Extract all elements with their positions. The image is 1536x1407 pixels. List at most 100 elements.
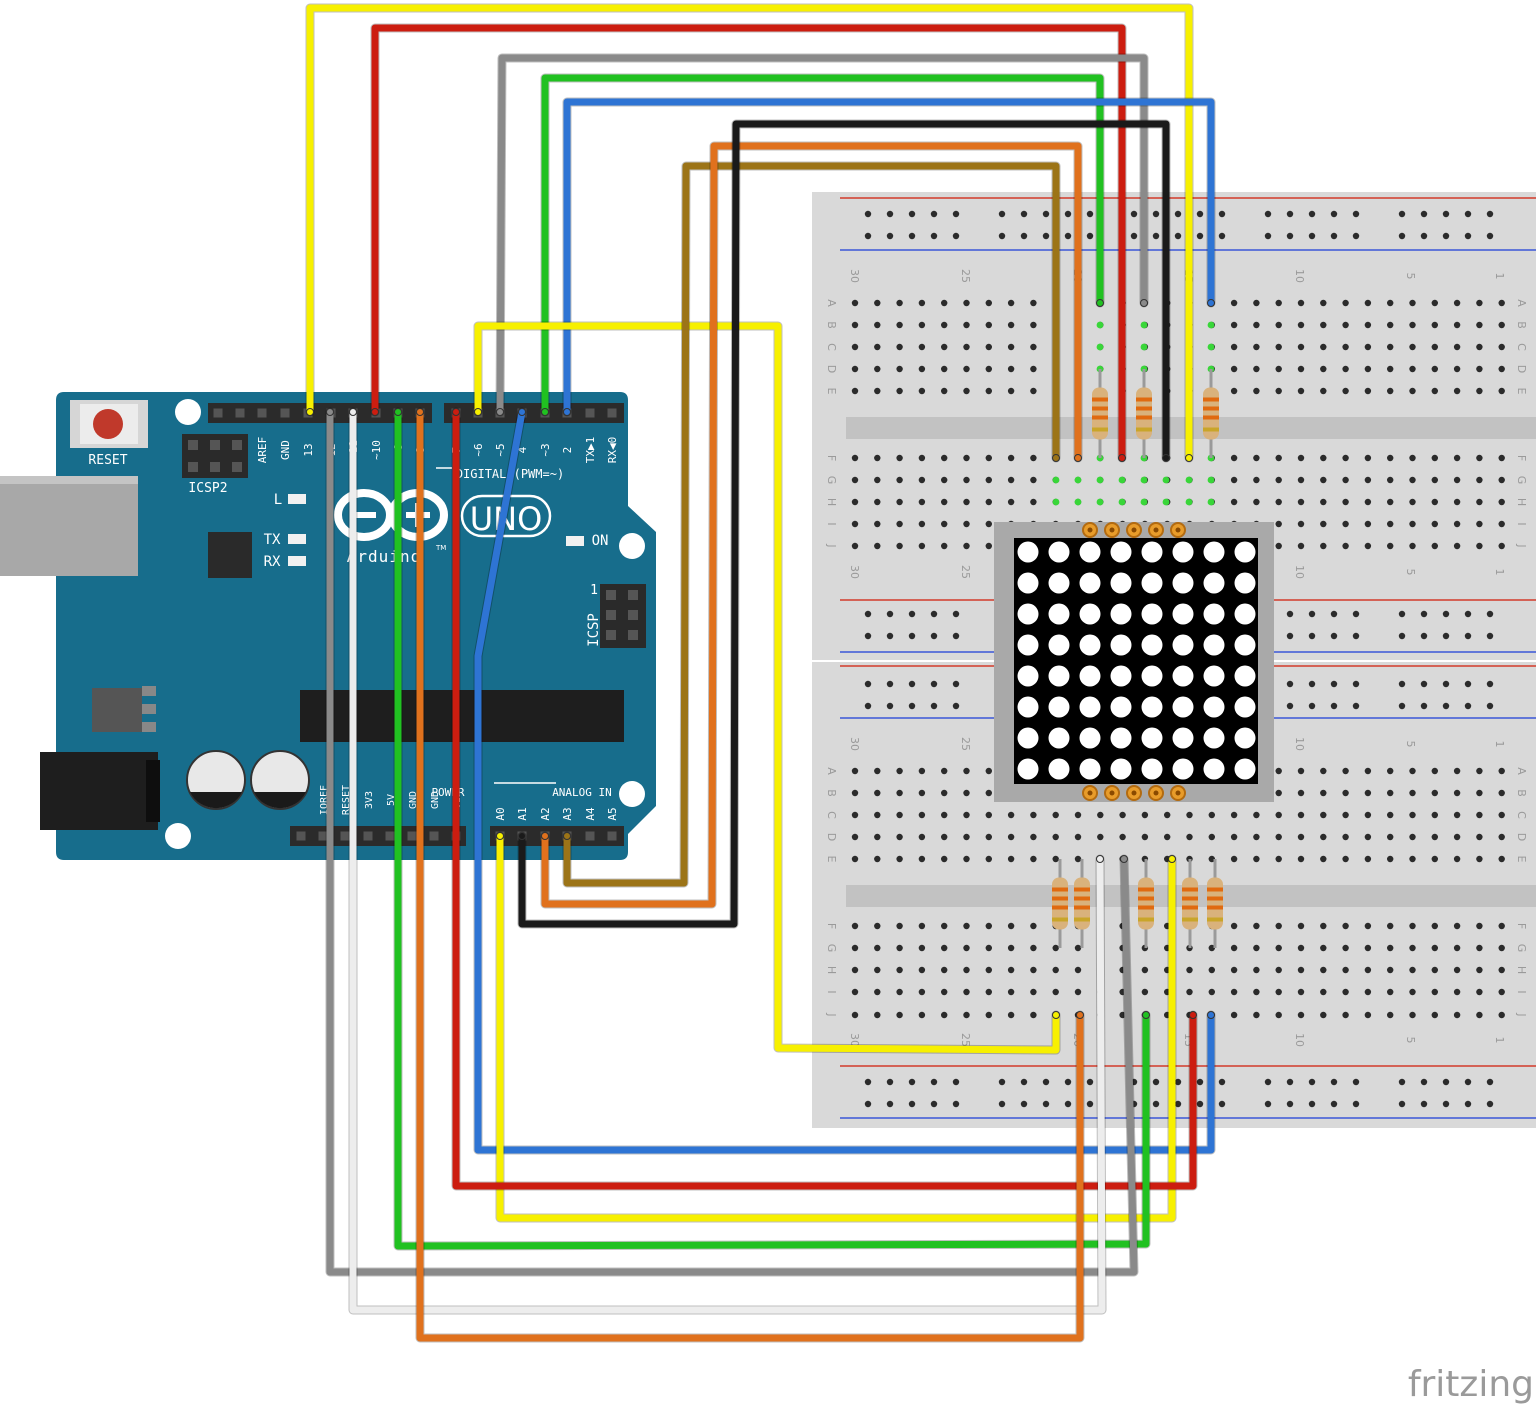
icsp-pin1-label: 1 bbox=[590, 583, 598, 598]
wire-gray-5 bbox=[496, 54, 1148, 416]
wire-blue-4-end bbox=[1207, 1011, 1215, 1019]
power-pin-label: RESET bbox=[341, 785, 352, 815]
matrix-led bbox=[1172, 603, 1194, 625]
column-number: 5 bbox=[1404, 741, 1417, 748]
icsp-label: ICSP bbox=[586, 613, 602, 647]
column-number: 1 bbox=[1493, 273, 1506, 280]
matrix-led bbox=[1203, 665, 1225, 687]
resistor bbox=[1203, 369, 1219, 458]
matrix-led bbox=[1234, 696, 1256, 718]
matrix-led bbox=[1079, 634, 1101, 656]
analog-pin-label: A2 bbox=[539, 807, 552, 820]
column-number: 10 bbox=[1293, 565, 1306, 579]
resistor bbox=[1092, 369, 1108, 458]
matrix-led bbox=[1048, 758, 1070, 780]
reset-button[interactable] bbox=[70, 400, 148, 448]
row-letter: D bbox=[1515, 365, 1528, 373]
matrix-led bbox=[1172, 696, 1194, 718]
power-pin-label: GND bbox=[408, 791, 419, 809]
wire-green-8 bbox=[394, 408, 1150, 1250]
column-number: 25 bbox=[959, 1033, 972, 1047]
row-letter: B bbox=[1515, 321, 1528, 329]
row-letter: A bbox=[1515, 299, 1528, 307]
column-number: 30 bbox=[848, 565, 861, 579]
row-letter: E bbox=[1515, 856, 1528, 863]
matrix-led bbox=[1110, 634, 1132, 656]
icsp-header bbox=[600, 584, 646, 648]
capacitor bbox=[250, 750, 310, 810]
led-matrix bbox=[994, 522, 1274, 802]
resistor bbox=[1207, 859, 1223, 948]
matrix-led bbox=[1141, 572, 1163, 594]
icsp2-label: ICSP2 bbox=[188, 481, 227, 496]
matrix-led bbox=[1234, 603, 1256, 625]
resistor bbox=[1136, 369, 1152, 458]
matrix-led bbox=[1234, 572, 1256, 594]
power-pin-label: IOREF bbox=[319, 785, 330, 815]
matrix-led bbox=[1079, 572, 1101, 594]
row-letter: D bbox=[1515, 833, 1528, 841]
row-letter: I bbox=[825, 522, 838, 525]
wire-blue-2-end bbox=[563, 408, 571, 416]
matrix-led bbox=[1048, 572, 1070, 594]
led-rx bbox=[288, 556, 306, 566]
power-header bbox=[290, 826, 466, 846]
digital-pin-label: GND bbox=[279, 440, 292, 460]
column-number: 5 bbox=[1404, 569, 1417, 576]
row-letter: H bbox=[825, 966, 838, 974]
digital-pin-label: ~5 bbox=[494, 443, 507, 456]
led-on-label: ON bbox=[592, 533, 609, 549]
matrix-led bbox=[1141, 603, 1163, 625]
wire-gray-12 bbox=[326, 408, 1138, 1276]
wire-blue-4-end bbox=[518, 408, 526, 416]
analog-pin-label: A5 bbox=[606, 807, 619, 820]
wire-red-9-end bbox=[452, 408, 460, 416]
row-letter: A bbox=[825, 299, 838, 307]
digital-pin-label: AREF bbox=[256, 437, 269, 464]
matrix-led bbox=[1079, 758, 1101, 780]
row-letter: D bbox=[825, 365, 838, 373]
row-letter: G bbox=[1515, 476, 1528, 485]
trademark-label: TM bbox=[435, 544, 446, 552]
matrix-led bbox=[1234, 727, 1256, 749]
power-pin-label: 3V3 bbox=[364, 791, 375, 809]
row-letter: G bbox=[825, 944, 838, 953]
resistor bbox=[1138, 859, 1154, 948]
column-number: 25 bbox=[959, 269, 972, 283]
row-letter: I bbox=[825, 990, 838, 993]
digital-pin-label: 4 bbox=[516, 446, 529, 453]
matrix-led bbox=[1203, 541, 1225, 563]
matrix-led bbox=[1110, 541, 1132, 563]
wire-orange-a2 bbox=[541, 142, 1082, 908]
wire-yellow-6-end bbox=[474, 408, 482, 416]
wire-black-a1 bbox=[518, 120, 1170, 928]
row-letter: H bbox=[825, 498, 838, 506]
capacitor bbox=[186, 750, 246, 810]
power-jack bbox=[40, 752, 158, 830]
wire-gray-5-end bbox=[1140, 299, 1148, 307]
column-number: 30 bbox=[848, 737, 861, 751]
matrix-led bbox=[1110, 665, 1132, 687]
matrix-led bbox=[1141, 541, 1163, 563]
wire-red-10 bbox=[371, 24, 1126, 462]
analog-pin-label: A1 bbox=[516, 807, 529, 820]
matrix-led bbox=[1048, 665, 1070, 687]
digital-pin-label: TX▶1 bbox=[584, 437, 597, 464]
wire-brown-a3-end bbox=[563, 832, 571, 840]
matrix-led bbox=[1017, 603, 1039, 625]
row-letter: C bbox=[825, 343, 838, 351]
matrix-led bbox=[1017, 541, 1039, 563]
wire-red-10-end bbox=[1118, 454, 1126, 462]
usb-chip bbox=[208, 532, 252, 578]
column-number: 30 bbox=[848, 1033, 861, 1047]
wire-black-a1-end bbox=[1162, 454, 1170, 462]
wire-green-8-end bbox=[394, 408, 402, 416]
matrix-led bbox=[1172, 727, 1194, 749]
matrix-led bbox=[1203, 758, 1225, 780]
row-letter: J bbox=[1515, 543, 1528, 547]
matrix-led bbox=[1110, 572, 1132, 594]
row-letter: J bbox=[1515, 1012, 1528, 1016]
matrix-led bbox=[1017, 727, 1039, 749]
digital-pin-label: ~10 bbox=[370, 440, 383, 460]
matrix-led bbox=[1048, 603, 1070, 625]
